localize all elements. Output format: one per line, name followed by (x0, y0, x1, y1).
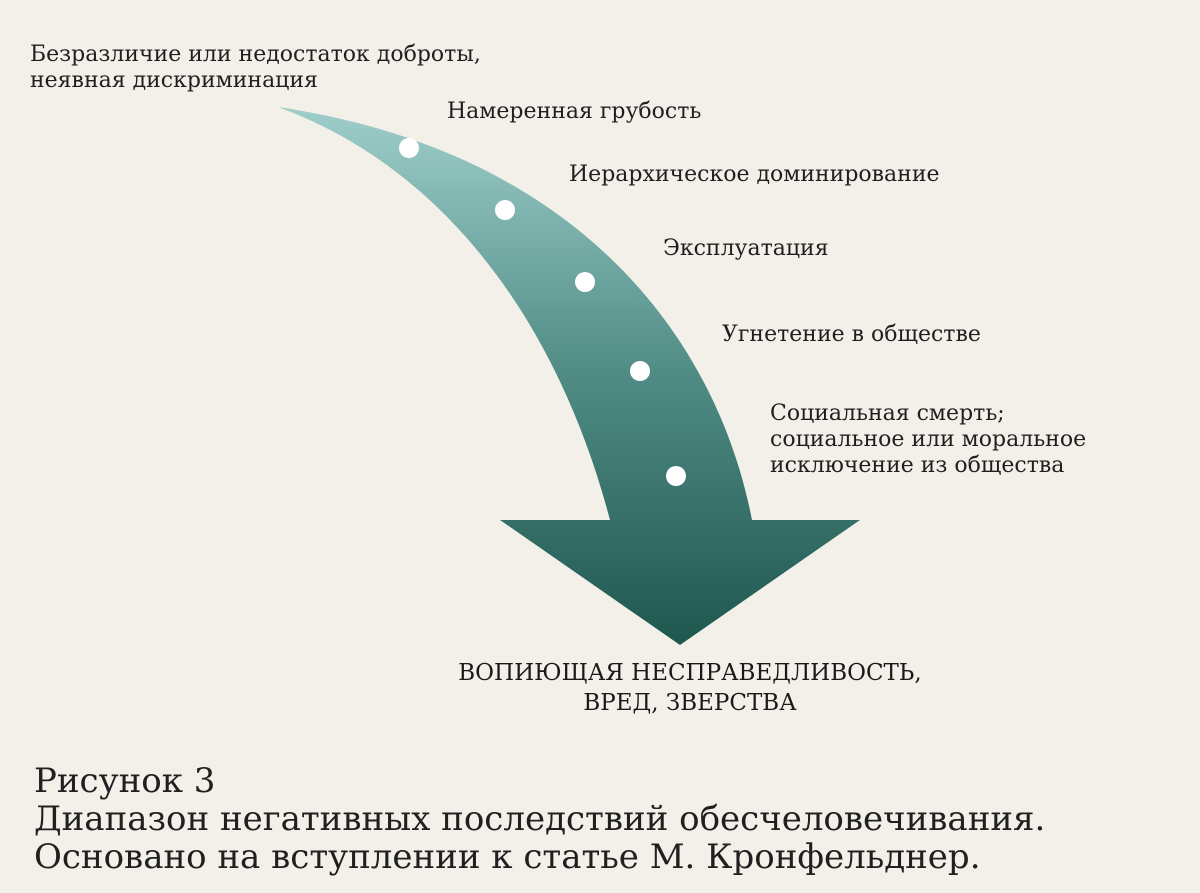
stage-label-rudeness: Намеренная грубость (447, 99, 702, 124)
stage-dot-2 (495, 200, 515, 220)
stage-dot-3 (575, 272, 595, 292)
stage-dot-4 (630, 361, 650, 381)
stage-label-indifference: Безразличие или недостаток доброты, неяв… (30, 42, 481, 93)
stage-label-social-death: Социальная смерть; социальное или мораль… (770, 401, 1087, 478)
caption-line-2: Основано на вступлении к статье М. Кронф… (34, 837, 981, 877)
outcome-label: ВОПИЮЩАЯ НЕСПРАВЕДЛИВОСТЬ, ВРЕД, ЗВЕРСТВ… (458, 660, 922, 716)
caption-line-1: Диапазон негативных последствий обесчело… (34, 799, 1046, 839)
stage-dot-5 (666, 466, 686, 486)
figure-number: Рисунок 3 (34, 761, 216, 801)
stage-dot-1 (399, 138, 419, 158)
stage-label-domination: Иерархическое доминирование (569, 162, 940, 187)
stage-label-oppression: Угнетение в обществе (722, 322, 981, 347)
spectrum-arrow (278, 107, 860, 645)
stage-label-exploitation: Эксплуатация (663, 236, 829, 261)
figure-caption: Рисунок 3 Диапазон негативных последстви… (34, 762, 1045, 876)
